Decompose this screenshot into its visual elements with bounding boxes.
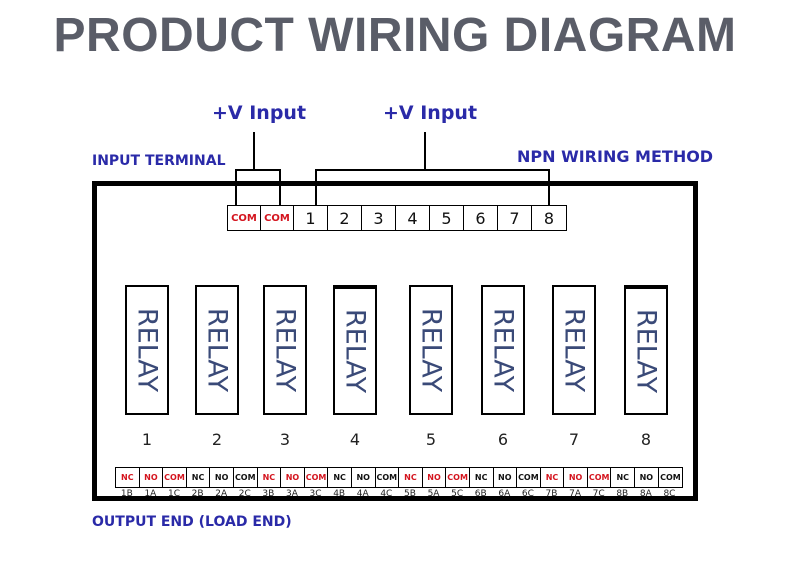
output-label: 3B — [262, 489, 275, 499]
output-terminal: NO — [140, 468, 164, 487]
page-title: PRODUCT WIRING DIAGRAM — [53, 9, 737, 62]
output-terminal: NO — [352, 468, 376, 487]
output-label: 4B — [333, 489, 346, 499]
output-terminal: COM — [305, 468, 329, 487]
relay-number-2: 2 — [211, 430, 223, 449]
output-label: 6B — [474, 489, 487, 499]
output-label: 3A — [286, 489, 298, 499]
relay-3: RELAY — [263, 285, 307, 415]
output-terminal: COM — [376, 468, 400, 487]
output-terminal-strip: NC NO COM NC NO COM NC NO COM NC NO COM … — [115, 467, 684, 488]
output-label: 7C — [592, 489, 605, 499]
output-label: 2C — [238, 489, 251, 499]
relay-5: RELAY — [409, 285, 453, 415]
output-terminal: NO — [564, 468, 588, 487]
relay-number-8: 8 — [640, 430, 652, 449]
relay-board — [92, 181, 698, 501]
output-terminal: COM — [163, 468, 187, 487]
output-label: 8B — [616, 489, 629, 499]
relay-label: RELAY — [339, 308, 371, 394]
output-label: 7A — [569, 489, 582, 499]
input-terminal-com: COM — [228, 206, 261, 230]
relay-number-5: 5 — [425, 430, 437, 449]
output-label: 6C — [521, 489, 534, 499]
output-terminal: NC — [116, 468, 140, 487]
output-terminal: NC — [399, 468, 423, 487]
input-terminal-4: 4 — [396, 206, 430, 230]
output-terminal: NO — [281, 468, 305, 487]
relay-label: RELAY — [630, 308, 662, 394]
input-terminal-7: 7 — [498, 206, 532, 230]
relay-number-6: 6 — [497, 430, 509, 449]
input-terminal-2: 2 — [328, 206, 362, 230]
output-label: 1A — [144, 489, 157, 499]
v-input-left-label: +V Input — [212, 102, 307, 124]
output-label: 4A — [356, 489, 369, 499]
input-terminal-8: 8 — [543, 208, 555, 228]
output-label: 8A — [639, 489, 652, 499]
relay-7: RELAY — [552, 285, 596, 415]
output-terminal: COM — [234, 468, 258, 487]
relay-label: RELAY — [131, 307, 163, 393]
output-label: 6A — [498, 489, 511, 499]
output-terminal: COM — [588, 468, 612, 487]
input-terminal-5: 5 — [430, 206, 464, 230]
relay-number-4: 4 — [349, 430, 361, 449]
output-terminal: NC — [611, 468, 636, 487]
relay-6: RELAY — [481, 285, 525, 415]
output-label: 5C — [451, 489, 464, 499]
relay-label: RELAY — [269, 307, 301, 393]
input-terminal-com: COM — [261, 206, 294, 230]
output-label: 5A — [427, 489, 440, 499]
output-label: 2A — [215, 489, 228, 499]
output-label: 3C — [309, 489, 322, 499]
output-terminal-labels: 1B 1A 1C 2B 2A 2C 3B 3A 3C 4B 4A 4C 5B 5… — [115, 489, 681, 499]
output-label: 8C — [663, 489, 676, 499]
output-terminal: NC — [541, 468, 565, 487]
output-terminal: NC — [258, 468, 282, 487]
output-terminal: COM — [446, 468, 470, 487]
output-terminal: NO — [635, 468, 659, 487]
output-label: 5B — [403, 489, 416, 499]
relay-label: RELAY — [487, 307, 519, 393]
relay-number-7: 7 — [568, 430, 580, 449]
output-label: 1B — [120, 489, 133, 499]
output-terminal: NC — [470, 468, 494, 487]
output-terminal: NO — [494, 468, 518, 487]
npn-method-label: NPN WIRING METHOD — [517, 147, 714, 166]
relay-1: RELAY — [125, 285, 169, 415]
input-terminal-strip: COM COM 1 2 3 4 5 6 7 8 — [227, 205, 567, 231]
relay-number-1: 1 — [141, 430, 153, 449]
output-terminal: NC — [187, 468, 211, 487]
v-input-right-label: +V Input — [383, 102, 478, 124]
output-terminal: NC — [328, 468, 352, 487]
output-label: 7B — [545, 489, 558, 499]
relay-4: RELAY — [333, 285, 377, 415]
relay-8: RELAY — [624, 285, 668, 415]
relay-label: RELAY — [558, 307, 590, 393]
output-terminal: NO — [210, 468, 234, 487]
input-terminal-6: 6 — [464, 206, 498, 230]
relay-number-3: 3 — [279, 430, 291, 449]
output-terminal: COM — [517, 468, 541, 487]
output-label: 2B — [191, 489, 204, 499]
relay-label: RELAY — [415, 307, 447, 393]
output-label: 1C — [167, 489, 180, 499]
input-terminal-label: INPUT TERMINAL — [92, 153, 226, 169]
output-end-label: OUTPUT END (LOAD END) — [92, 514, 292, 530]
output-label: 4C — [380, 489, 393, 499]
relay-2: RELAY — [195, 285, 239, 415]
input-terminal-3: 3 — [362, 206, 396, 230]
output-terminal: NO — [423, 468, 447, 487]
input-terminal-1: 1 — [294, 206, 328, 230]
output-terminal: COM — [660, 473, 681, 482]
relay-label: RELAY — [201, 307, 233, 393]
